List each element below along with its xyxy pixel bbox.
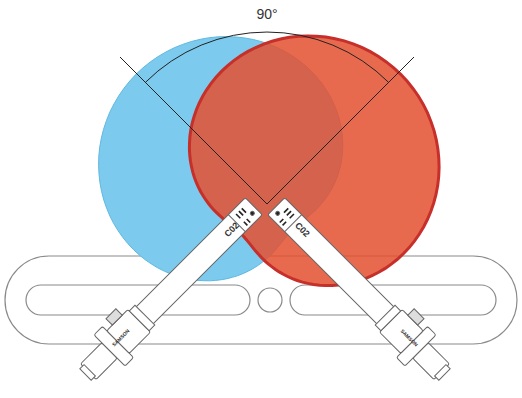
- right-microphone: [261, 189, 463, 391]
- stereo-bar: [5, 256, 517, 344]
- axis-lines: [120, 32, 414, 204]
- angle-label: 90°: [256, 7, 277, 21]
- left-microphone: [68, 189, 270, 391]
